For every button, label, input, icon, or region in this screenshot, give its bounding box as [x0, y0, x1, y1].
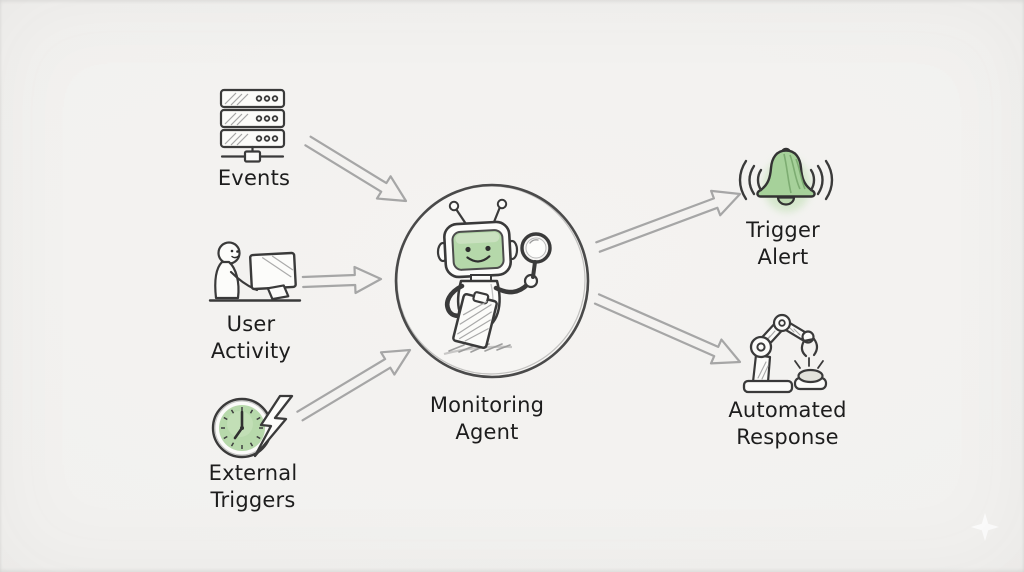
user-computer-icon	[208, 241, 302, 302]
node-trigger-alert	[730, 143, 834, 221]
server-stack-icon	[219, 88, 286, 163]
clock-lightning-icon	[211, 394, 294, 459]
arrow-external-triggers-to-agent	[296, 348, 412, 422]
node-automated-response	[736, 306, 836, 394]
node-trigger-alert-label: Trigger Alert	[746, 218, 820, 269]
arrow-user-activity-to-agent	[301, 265, 383, 295]
node-events-label: Events	[217, 166, 291, 190]
node-user-activity-label: User Activity	[210, 312, 292, 363]
robot-arm-button-icon	[742, 313, 828, 394]
arrow-agent-to-trigger-alert	[595, 189, 742, 253]
arrow-events-to-agent	[304, 135, 408, 203]
node-user-activity	[205, 240, 305, 306]
node-monitoring-agent-label: Monitoring Agent	[429, 393, 545, 444]
alert-bell-icon	[738, 147, 834, 212]
node-monitoring-agent	[392, 180, 592, 383]
node-external-triggers	[208, 392, 300, 462]
node-automated-response-label: Automated Response	[728, 398, 847, 449]
sparkle-icon	[971, 513, 999, 541]
node-events	[212, 88, 292, 166]
arrow-agent-to-automated-response	[593, 293, 742, 365]
node-external-triggers-label: External Triggers	[208, 461, 298, 512]
robot-magnifier-icon	[394, 183, 590, 379]
